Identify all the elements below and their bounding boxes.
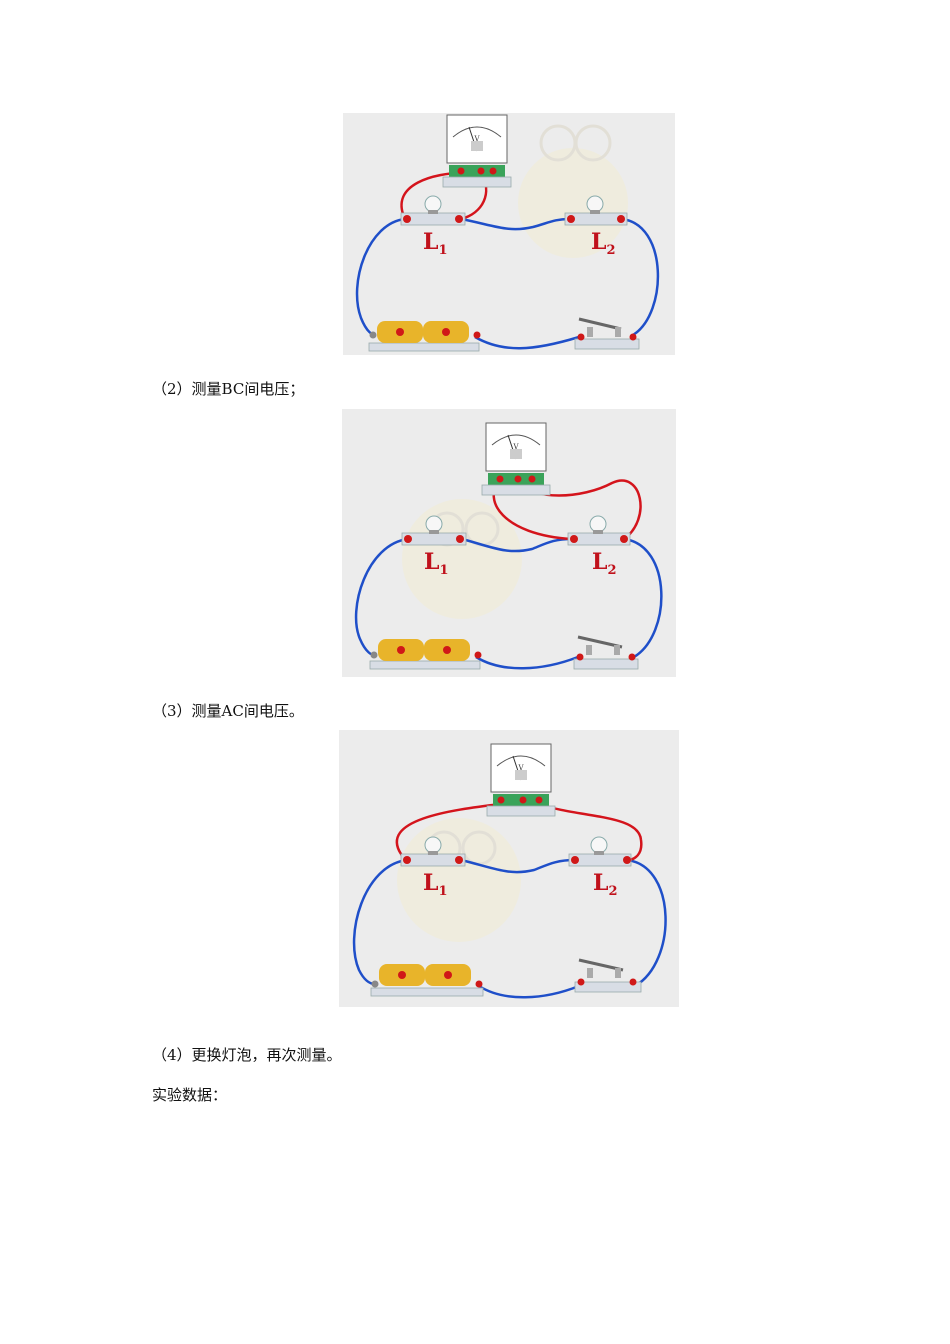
step-2-text: （2）测量BC间电压； <box>152 380 305 398</box>
svg-text:L2: L2 <box>593 870 618 899</box>
lamp-l1: L1 <box>400 836 466 899</box>
meter-symbol: V <box>517 764 524 772</box>
lamp-l2: L2 <box>564 195 628 258</box>
circuit-figure-ac: V L1 L2 <box>339 730 679 1007</box>
switch <box>573 635 639 670</box>
svg-text:L1: L1 <box>423 870 448 899</box>
meter-symbol: V <box>473 135 480 143</box>
circuit-diagram: V L1 L2 <box>355 114 660 352</box>
step-3-text: （3）测量AC间电压。 <box>152 702 304 720</box>
circuit-diagram: V L1 L2 <box>352 743 667 999</box>
voltmeter: V <box>481 422 551 496</box>
svg-text:L1: L1 <box>423 229 448 258</box>
step-4-text: （4）更换灯泡，再次测量。 <box>152 1046 342 1064</box>
circuit-figure-ab: V L1 L2 <box>343 113 675 355</box>
lamp-l2: L2 <box>568 836 632 899</box>
voltmeter: V <box>486 743 556 817</box>
circuit-figure-bc: V L1 L2 <box>342 409 676 677</box>
svg-text:L2: L2 <box>591 229 616 258</box>
meter-symbol: V <box>512 443 519 451</box>
battery <box>369 639 482 670</box>
switch <box>574 317 640 350</box>
circuit-diagram: V L1 L2 <box>354 422 663 670</box>
lamp-l1: L1 <box>401 515 467 578</box>
svg-text:L2: L2 <box>592 549 617 578</box>
svg-text:L1: L1 <box>424 549 449 578</box>
data-heading: 实验数据： <box>152 1086 228 1104</box>
battery <box>368 321 481 352</box>
voltmeter: V <box>442 114 512 188</box>
lamp-l1: L1 <box>400 195 466 258</box>
lamp-l2: L2 <box>567 515 631 578</box>
switch <box>574 958 642 993</box>
battery <box>370 964 484 997</box>
